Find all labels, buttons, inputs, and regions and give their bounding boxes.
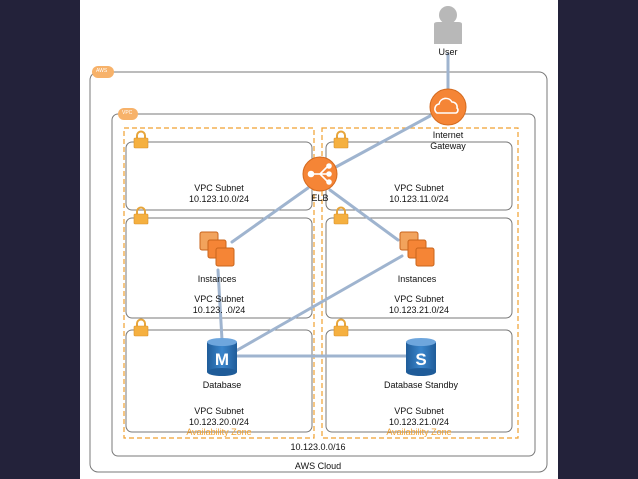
availability-zone-left-label: Availability Zone [186, 427, 252, 437]
subnet-box-4 [325, 217, 513, 319]
link-elb-instances-left [230, 186, 310, 244]
lock-icon [333, 206, 349, 225]
database-standby-icon: S [406, 338, 436, 376]
availability-zone-left [123, 127, 315, 439]
database-label: Database [202, 380, 242, 390]
subnet-3-cidr: 10.123. .0/24 [192, 305, 246, 315]
link-gateway-elb [332, 114, 432, 170]
internet-gateway-label-line2: Gateway [430, 141, 466, 151]
subnet-6-cidr: 10.123.21.0/24 [388, 417, 450, 427]
link-instances-right-db [232, 254, 404, 354]
link-elb-instances-right [328, 188, 400, 242]
svg-text:S: S [415, 350, 426, 369]
instances-left-icon [199, 231, 235, 267]
availability-zone-right [321, 127, 519, 439]
subnet-2-cidr: 10.123.11.0/24 [389, 194, 449, 204]
lock-icon [333, 130, 349, 149]
lock-icons [133, 130, 349, 337]
user-label: User [438, 47, 458, 57]
subnet-6-title: VPC Subnet [394, 406, 444, 416]
lock-icon [133, 206, 149, 225]
link-instances-left-db [216, 268, 224, 342]
instances-left-label: Instances [197, 274, 237, 284]
vpc-tag-label: VPC [122, 110, 133, 116]
user-icon [434, 6, 462, 44]
subnet-3-title: VPC Subnet [194, 294, 244, 304]
elb-icon [302, 156, 338, 192]
availability-zone-right-label: Availability Zone [386, 427, 452, 437]
internet-gateway-label-line1: Internet [432, 130, 464, 140]
svg-text:M: M [215, 350, 229, 369]
aws-cloud-label: AWS Cloud [294, 461, 342, 471]
subnet-1-cidr: 10.123.10.0/24 [188, 194, 250, 204]
instances-right-icon [399, 231, 435, 267]
subnet-5-cidr: 10.123.20.0/24 [188, 417, 250, 427]
aws-cloud-boundary [89, 71, 548, 473]
subnet-5-title: VPC Subnet [194, 406, 244, 416]
lock-icon [133, 130, 149, 149]
elb-label: ELB [311, 193, 329, 203]
vpc-tag-icon [118, 108, 138, 120]
lock-icon [133, 318, 149, 337]
database-master-icon: M [207, 338, 237, 376]
lock-icon [333, 318, 349, 337]
vpc-boundary [111, 113, 536, 457]
subnet-1-title: VPC Subnet [194, 183, 244, 193]
internet-gateway-icon [429, 88, 467, 126]
subnet-box-3 [125, 217, 313, 319]
subnet-2-title: VPC Subnet [394, 183, 444, 193]
aws-tag-icon [92, 66, 114, 78]
aws-tag-label: AWS [96, 68, 108, 74]
subnet-4-cidr: 10.123.21.0/24 [388, 305, 450, 315]
instances-right-label: Instances [397, 274, 437, 284]
vpc-cidr-label: 10.123.0.0/16 [290, 442, 346, 452]
subnet-4-title: VPC Subnet [394, 294, 444, 304]
database-standby-label: Database Standby [383, 380, 459, 390]
